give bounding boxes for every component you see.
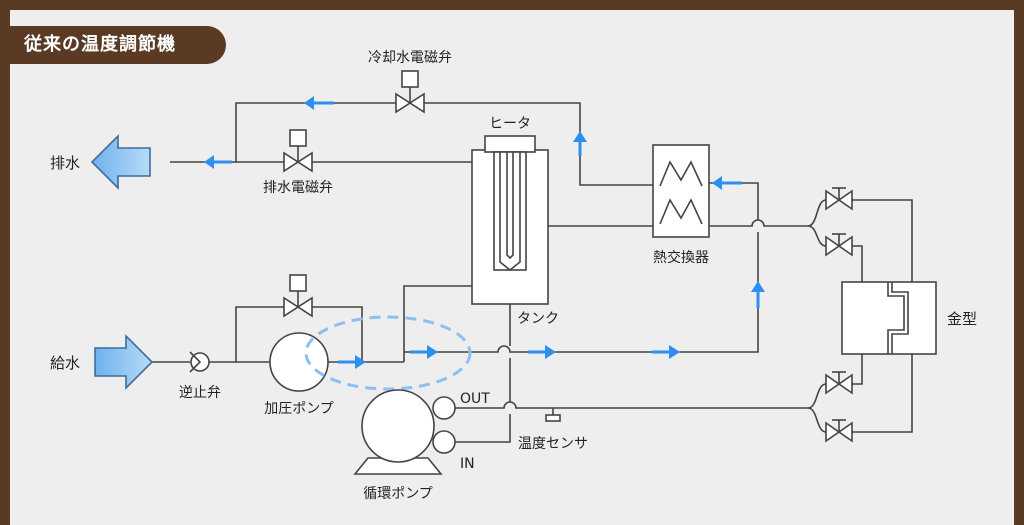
mold-valve-1-icon (825, 187, 853, 211)
flow-arrow-main-1 (410, 345, 438, 359)
mold-valve-4-icon (825, 419, 853, 443)
heat-exchanger-label: 熱交換器 (653, 249, 709, 266)
flow-arrow-up-2 (751, 281, 765, 308)
cooling-valve-icon (395, 70, 425, 114)
flow-arrows (204, 96, 765, 369)
mold-pipe-t2 (807, 225, 827, 247)
bypass-valve-icon (283, 274, 313, 318)
drain-valve-icon (283, 129, 313, 173)
heat-exchanger (652, 144, 710, 238)
flow-arrow-main-2 (528, 345, 556, 359)
mold-pipe-b3 (852, 354, 863, 385)
flow-arrow-drain (204, 155, 232, 169)
mold (841, 281, 937, 355)
flow-arrow-pump-out (338, 355, 366, 369)
drain-label: 排水 (50, 154, 80, 172)
out-port-label: OUT (460, 391, 490, 407)
tank (471, 135, 549, 305)
supply-arrow-icon (94, 334, 154, 390)
mold-pipe-b2 (807, 407, 827, 433)
riser-pipe (527, 232, 759, 353)
mold-pipe-t1 (807, 199, 827, 227)
mold-label: 金型 (947, 310, 977, 328)
tank-inlet-pipe (403, 285, 472, 362)
flow-arrow-cooling (304, 96, 334, 110)
booster-pump (269, 332, 329, 392)
cooling-pipe (235, 102, 653, 186)
flow-arrow-up-1 (573, 131, 587, 156)
tank-label: タンク (517, 311, 559, 327)
mold-pipe-t4 (852, 245, 863, 282)
circulation-pump-label: 循環ポンプ (363, 486, 433, 502)
supply-label: 給水 (50, 354, 80, 372)
pipes (152, 102, 913, 443)
check-valve-icon (189, 351, 210, 373)
mold-valve-3-icon (825, 371, 853, 395)
mold-supply-pipe (709, 219, 808, 227)
circulation-pump (353, 389, 456, 475)
cooling-valve-label: 冷却水電磁弁 (368, 50, 452, 66)
mold-valve-2-icon (825, 233, 853, 257)
heater-label: ヒータ (489, 116, 531, 132)
highlight-ellipse (304, 315, 472, 391)
drain-valve-label: 排水電磁弁 (263, 180, 333, 196)
in-port-label: IN (460, 456, 475, 472)
exchanger-return-pipe (709, 182, 759, 220)
drain-arrow-icon (90, 134, 151, 190)
check-valve-label: 逆止弁 (179, 385, 221, 401)
out-line-pipe (455, 401, 808, 409)
booster-pump-label: 加圧ポンプ (264, 401, 334, 417)
flow-arrow-main-3 (652, 345, 680, 359)
temp-sensor-icon (545, 414, 561, 422)
page-title: 従来の温度調節機 (0, 26, 226, 64)
mold-pipe-b1 (807, 383, 827, 409)
mold-pipe-b4 (852, 354, 913, 433)
main-flow-pipe (404, 345, 527, 353)
mold-pipe-t3 (852, 199, 913, 282)
circ-in-pipe (455, 414, 511, 443)
flow-arrow-exchanger (712, 176, 742, 190)
temp-sensor-label: 温度センサ (518, 436, 588, 452)
